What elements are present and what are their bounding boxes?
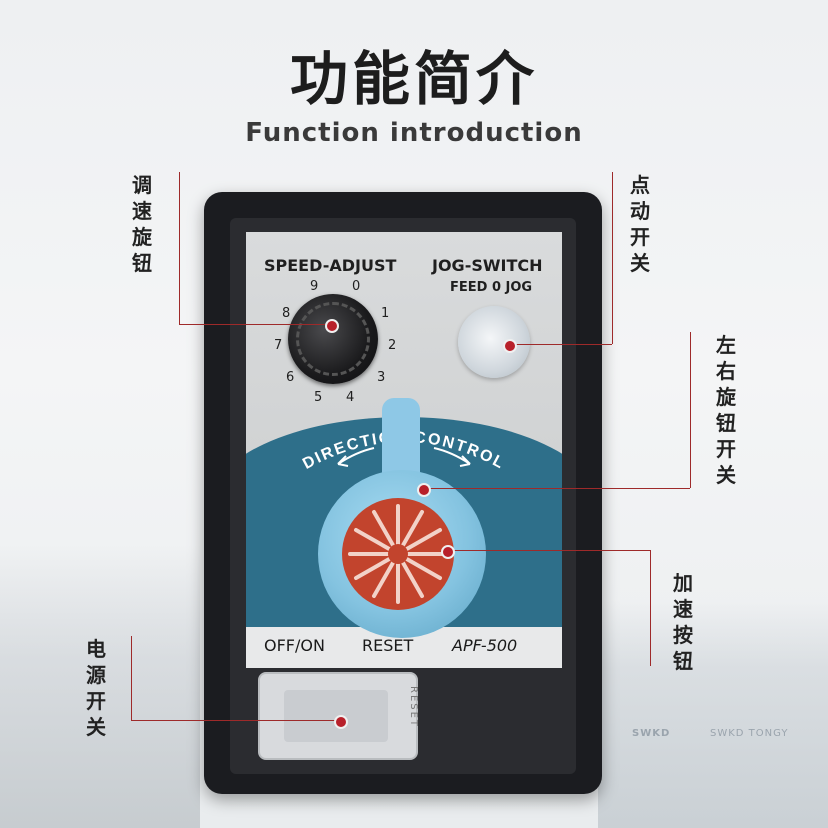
off-on-label: OFF/ON — [264, 636, 325, 655]
speed-knob-grip — [296, 302, 370, 376]
page-title: 功能简介 — [289, 45, 538, 113]
jog-switch-knob[interactable] — [458, 306, 530, 378]
dial-number: 1 — [381, 306, 390, 321]
dial-number: 5 — [314, 390, 323, 405]
callout-line — [422, 488, 690, 489]
speed-adjust-label: SPEED-ADJUST — [264, 256, 397, 275]
callout-line — [131, 720, 339, 721]
dial-number: 8 — [282, 306, 291, 321]
callout-power-switch: 电源开关 — [86, 637, 106, 739]
jog-positions-label: FEED 0 JOG — [450, 280, 533, 295]
callout-line — [131, 636, 132, 720]
dial-number: 6 — [286, 370, 295, 385]
background-logo: SWKD — [632, 728, 671, 739]
callout-dot-icon — [417, 483, 431, 497]
callout-jog-switch: 点动开关 — [630, 173, 650, 275]
callout-line — [508, 344, 612, 345]
background-shelf — [0, 545, 200, 828]
callout-line — [179, 324, 330, 325]
dial-number: 0 — [352, 279, 361, 294]
background-machine — [598, 600, 828, 828]
background-logo-2: SWKD TONGY — [710, 728, 789, 739]
callout-line — [690, 332, 691, 488]
callout-accel-button: 加速按钮 — [673, 571, 693, 673]
callout-dot-icon — [503, 339, 517, 353]
switch-reset-text: RESET — [408, 686, 419, 729]
page-subtitle: Function introduction — [245, 118, 583, 148]
callout-direction-knob: 左右旋钮开关 — [716, 333, 736, 487]
callout-line — [446, 550, 650, 551]
fan-pattern-icon — [348, 504, 448, 604]
callout-dot-icon — [334, 715, 348, 729]
model-label: APF-500 — [452, 636, 518, 655]
arrow-left-head-icon — [337, 455, 349, 467]
callout-line — [612, 172, 613, 344]
jog-switch-label: JOG-SWITCH — [432, 256, 543, 275]
callout-line — [650, 550, 651, 666]
dial-number: 3 — [377, 370, 386, 385]
dial-number: 2 — [388, 338, 397, 353]
callout-line — [179, 172, 180, 324]
callout-dot-icon — [441, 545, 455, 559]
dial-number: 9 — [310, 279, 319, 294]
accel-button[interactable] — [342, 498, 454, 610]
arrow-right-head-icon — [459, 455, 471, 467]
dial-number: 7 — [274, 338, 283, 353]
callout-speed-knob: 调速旋钮 — [132, 173, 152, 275]
reset-label: RESET — [362, 636, 414, 655]
dial-number: 4 — [346, 390, 355, 405]
callout-dot-icon — [325, 319, 339, 333]
